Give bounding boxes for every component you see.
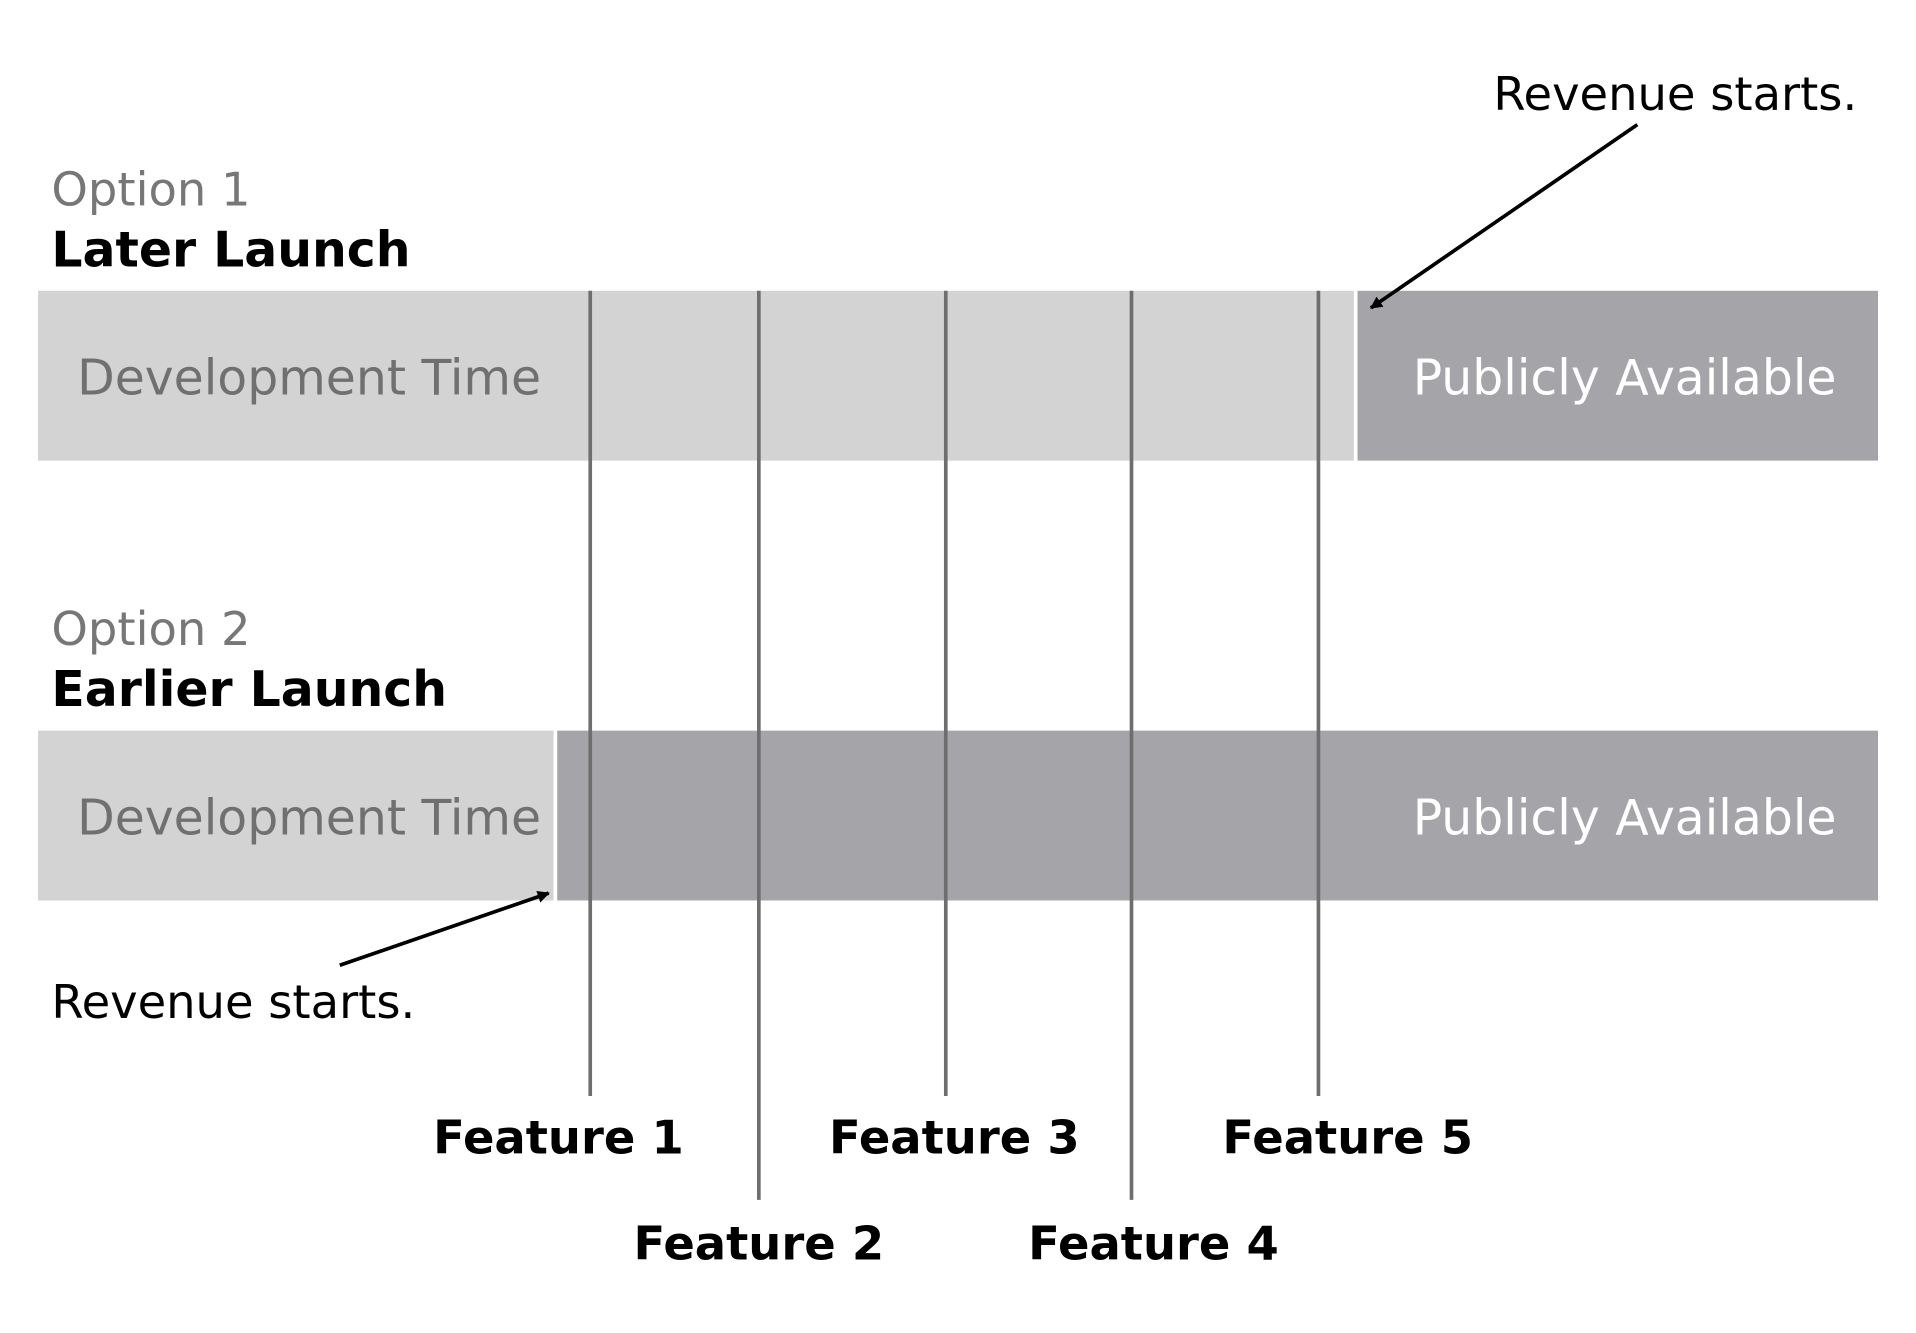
option1-development-bar [37,290,1354,461]
option2-public-label: Publicly Available [1413,789,1837,846]
option1-revenue-annotation: Revenue starts. [1493,67,1857,121]
feature2-label: Feature 2 [634,1217,885,1271]
option1-arrow-icon [1369,123,1639,310]
option1-label: Option 1 [51,162,250,216]
option2-title: Earlier Launch [51,661,447,718]
option2-development-bar [37,730,554,901]
option2-label: Option 2 [51,602,250,656]
option2-public-bar [557,730,1879,901]
option2-arrow-icon [339,890,550,967]
option1-title: Later Launch [51,221,410,278]
option1-development-label: Development Time [77,350,541,407]
option2-development-label: Development Time [77,789,541,846]
feature5-label: Feature 5 [1222,1110,1473,1164]
option1-public-label: Publicly Available [1413,350,1837,407]
feature4-label: Feature 4 [1028,1217,1279,1271]
feature3-label: Feature 3 [829,1110,1080,1164]
feature1-label: Feature 1 [433,1110,684,1164]
option2-revenue-annotation: Revenue starts. [51,975,415,1029]
option1-public-bar [1357,290,1879,461]
